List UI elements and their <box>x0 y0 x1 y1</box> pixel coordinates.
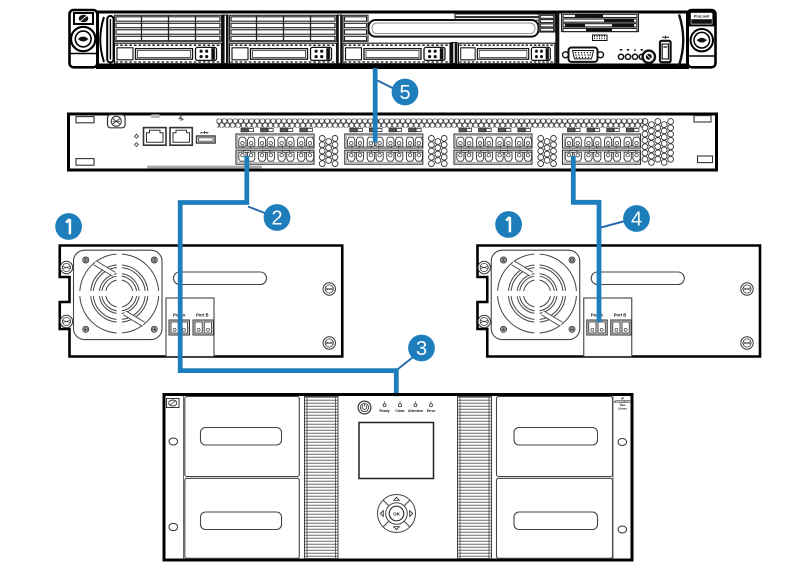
svg-text:Library: Library <box>618 406 627 410</box>
svg-text:4: 4 <box>631 208 642 230</box>
svg-text:HP: HP <box>621 397 625 401</box>
svg-text:Error: Error <box>427 409 436 413</box>
svg-text:ProLiant: ProLiant <box>694 14 710 18</box>
svg-text:OK: OK <box>393 511 401 516</box>
svg-text:StorageWorks: StorageWorks <box>614 400 632 404</box>
svg-text:3: 3 <box>416 338 427 360</box>
svg-text:Tape: Tape <box>620 403 626 407</box>
svg-text:Ready: Ready <box>379 409 389 413</box>
svg-text:Clean: Clean <box>395 409 404 413</box>
svg-text:5: 5 <box>399 82 410 104</box>
svg-text:2: 2 <box>271 207 282 229</box>
svg-text:Attention: Attention <box>408 409 423 413</box>
